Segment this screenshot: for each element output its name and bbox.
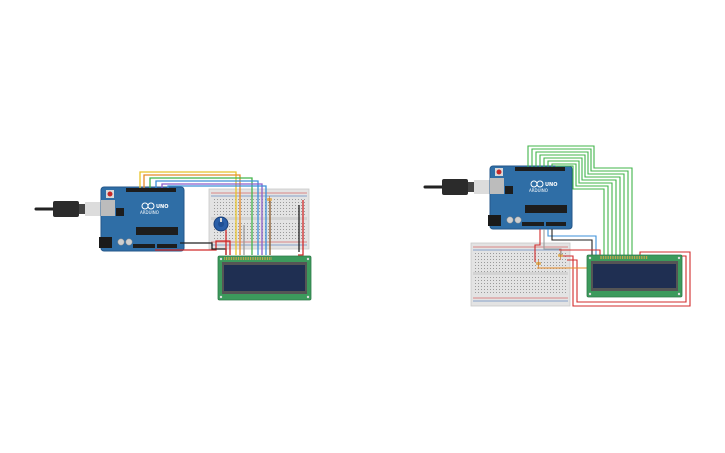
wire-bundle[interactable] <box>527 145 633 256</box>
lcd-display[interactable] <box>217 255 312 301</box>
breadboard[interactable] <box>470 242 571 307</box>
arduino-board[interactable]: UNO ARDUINO <box>488 165 573 230</box>
circuit-1: UNO ARDUINO <box>34 171 312 301</box>
resistor[interactable] <box>536 259 541 268</box>
usb-cable[interactable] <box>423 179 492 195</box>
arduino-board[interactable]: UNO ARDUINO <box>99 186 185 252</box>
board-brand-label: ARDUINO <box>529 188 548 193</box>
board-model-label: UNO <box>545 182 558 188</box>
lcd-display[interactable] <box>586 254 683 298</box>
usb-cable[interactable] <box>34 201 103 217</box>
wire-bundle[interactable] <box>139 171 304 256</box>
board-model-label: UNO <box>156 204 169 210</box>
board-brand-label: ARDUINO <box>140 210 159 215</box>
circuit-2: UNO ARDUINO <box>423 145 691 307</box>
potentiometer[interactable] <box>213 216 229 232</box>
